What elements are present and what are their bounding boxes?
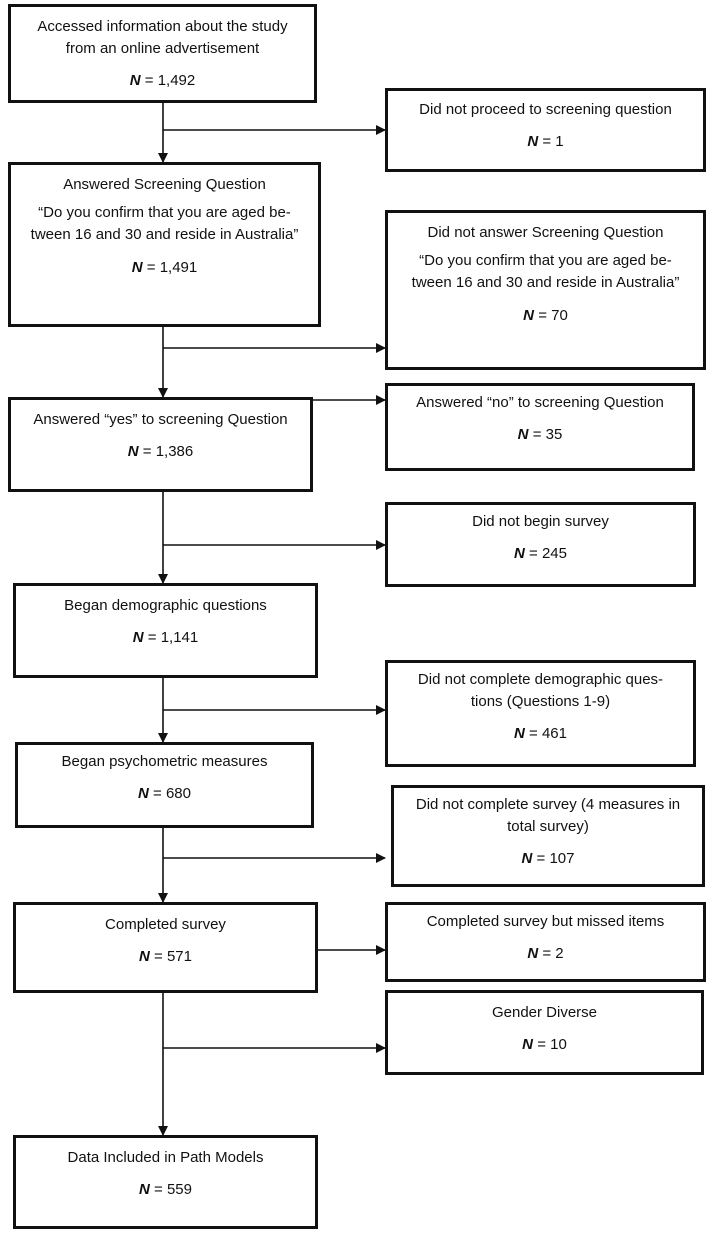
box-text: tions (Questions 1-9) <box>470 693 611 711</box>
box-text: Data Included in Path Models <box>67 1149 264 1166</box>
count-label: N = 1 <box>527 133 564 151</box>
side-box-gender-diverse: Gender Diverse N = 10 <box>385 990 704 1075</box>
box-text: Accessed information about the study <box>37 18 288 35</box>
box-text: from an online advertisement <box>65 40 260 58</box>
count-label: N = 1,386 <box>127 443 194 461</box>
main-box-began-demographic: Began demographic questions N = 1,141 <box>13 583 318 678</box>
box-quote: “Do you confirm that you are aged be- <box>419 252 672 270</box>
side-box-answered-no: Answered “no” to screening Question N = … <box>385 383 695 471</box>
main-box-answered-yes: Answered “yes” to screening Question N =… <box>8 397 313 492</box>
box-text: Did not complete demographic ques- <box>417 671 664 688</box>
count-label: N = 1,492 <box>129 72 196 90</box>
count-label: N = 1,491 <box>131 258 198 276</box>
count-label: N = 2 <box>527 945 564 963</box>
box-text: Did not begin survey <box>472 513 609 530</box>
count-label: N = 10 <box>522 1036 567 1054</box>
count-label: N = 559 <box>139 1181 192 1199</box>
box-text: Began demographic questions <box>64 597 267 614</box>
count-label: N = 571 <box>139 948 192 966</box>
main-box-completed-survey: Completed survey N = 571 <box>13 902 318 993</box>
main-box-answered-screening: Answered Screening Question “Do you conf… <box>8 162 321 327</box>
side-box-did-not-complete-survey: Did not complete survey (4 measures in t… <box>391 785 705 887</box>
box-quote: tween 16 and 30 and reside in Australia” <box>30 226 299 244</box>
box-text: Did not answer Screening Question <box>427 224 664 241</box>
count-label: N = 1,141 <box>132 629 199 647</box>
main-box-began-psychometric: Began psychometric measures N = 680 <box>15 742 314 828</box>
side-box-did-not-complete-demographic: Did not complete demographic ques- tions… <box>385 660 696 767</box>
box-text: Began psychometric measures <box>61 753 268 770</box>
box-text: Completed survey <box>105 916 226 933</box>
count-label: N = 461 <box>514 725 567 743</box>
box-text: total survey) <box>507 818 589 836</box>
box-text: Answered Screening Question <box>63 176 266 193</box>
count-label: N = 35 <box>517 426 563 444</box>
count-label: N = 680 <box>138 785 191 803</box>
box-text: Answered “no” to screening Question <box>416 394 664 411</box>
box-text: Did not proceed to screening question <box>419 101 672 118</box>
box-text: Answered “yes” to screening Question <box>33 411 288 428</box>
box-quote: “Do you confirm that you are aged be- <box>38 204 291 222</box>
side-box-missed-items: Completed survey but missed items N = 2 <box>385 902 706 982</box>
box-text: Did not complete survey (4 measures in <box>415 796 681 813</box>
side-box-did-not-begin: Did not begin survey N = 245 <box>385 502 696 587</box>
count-label: N = 245 <box>514 545 567 563</box>
count-label: N = 107 <box>521 850 575 868</box>
side-box-did-not-answer: Did not answer Screening Question “Do yo… <box>385 210 706 370</box>
side-box-did-not-proceed: Did not proceed to screening question N … <box>385 88 706 172</box>
box-quote: tween 16 and 30 and reside in Australia” <box>411 274 680 292</box>
box-text: Completed survey but missed items <box>426 913 665 930</box>
main-box-accessed-info: Accessed information about the study fro… <box>8 4 317 103</box>
count-label: N = 70 <box>523 306 568 324</box>
main-box-data-included: Data Included in Path Models N = 559 <box>13 1135 318 1229</box>
box-text: Gender Diverse <box>491 1004 598 1021</box>
